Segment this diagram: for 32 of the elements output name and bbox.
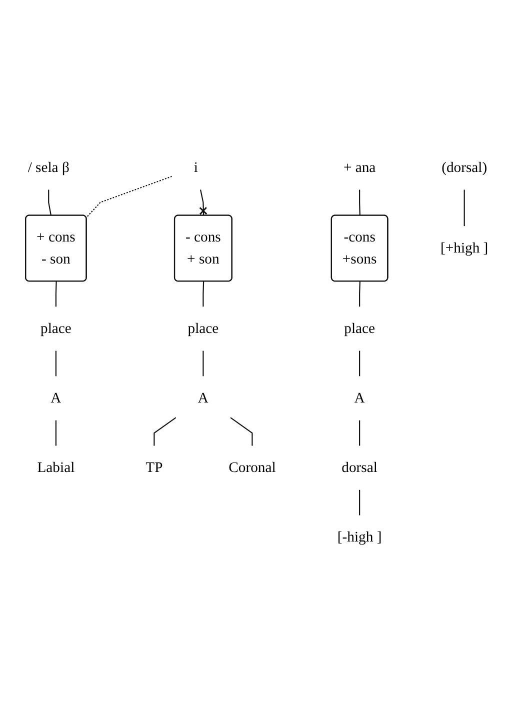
node-text: / sela β: [28, 160, 70, 176]
node-text: [+high ]: [440, 240, 488, 256]
connector: [199, 190, 208, 216]
node-text: TP: [146, 460, 163, 476]
node-text: Labial: [37, 460, 75, 476]
node-text: i: [194, 160, 198, 176]
connector: [359, 190, 360, 216]
connector: [154, 417, 176, 446]
connector: [55, 420, 56, 446]
connector: [202, 350, 204, 376]
connector: [359, 350, 360, 376]
connector: [48, 190, 52, 216]
node-text: [-high ]: [337, 529, 382, 546]
node-text: place: [344, 320, 375, 337]
node-text: Coronal: [228, 460, 276, 476]
node-text: place: [40, 320, 72, 337]
node-text: + ana: [343, 160, 376, 176]
node-text: dorsal: [342, 460, 378, 476]
connector: [55, 350, 56, 376]
connector: [55, 281, 57, 307]
node-text: (dorsal): [442, 160, 488, 176]
connector: [202, 281, 204, 307]
connector: [230, 417, 253, 446]
connector: [464, 190, 465, 226]
node-text: place: [188, 320, 219, 337]
connector: [359, 490, 360, 516]
connector: [86, 176, 172, 218]
node-text: A: [354, 390, 365, 406]
connector: [359, 281, 360, 307]
node-text: A: [198, 390, 208, 406]
node-text: A: [50, 390, 62, 406]
connector: [359, 420, 360, 446]
